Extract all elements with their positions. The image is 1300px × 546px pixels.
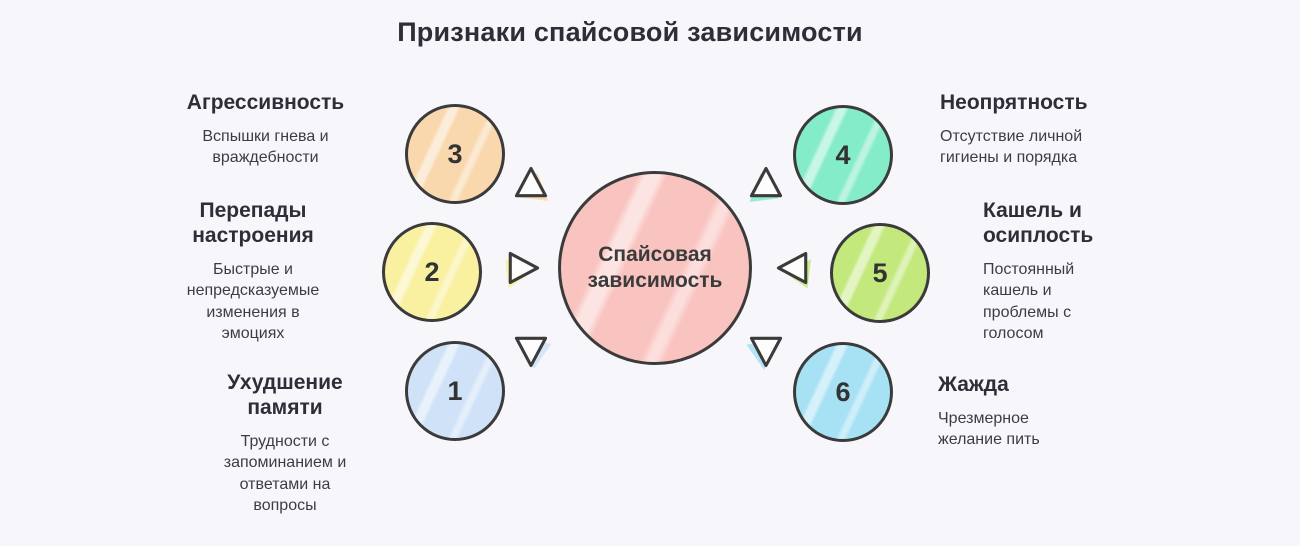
node-5-label: Кашель и осиплость Постоянный кашель и п… (983, 198, 1103, 344)
node-4-heading: Неопрятность (940, 91, 1088, 114)
node-1-description: Трудности с запоминанием и ответами на в… (223, 433, 347, 514)
node-circle-1: 1 (405, 341, 505, 441)
node-circle-3: 3 (405, 104, 505, 204)
node-number-5: 5 (872, 257, 888, 288)
node-5-arrow-left-icon (776, 251, 812, 289)
node-6-heading: Жажда (938, 373, 1009, 396)
node-number-3: 3 (447, 138, 463, 169)
node-6-description: Чрезмерное желание пить (938, 410, 1040, 449)
node-number-4: 4 (835, 139, 851, 170)
node-6-label: Жажда Чрезмерное желание пить (938, 372, 1078, 450)
node-1-arrow-down-icon (514, 336, 552, 370)
node-circle-5: 5 (830, 223, 930, 323)
node-circle-6: 6 (793, 342, 893, 442)
node-number-2: 2 (424, 256, 440, 287)
center-circle-label: Спайсовая зависимость (587, 242, 723, 292)
node-number-6: 6 (835, 376, 851, 407)
node-2-description: Быстрые и непредсказуемые изменения в эм… (186, 261, 320, 342)
node-4-arrow-up-icon (749, 166, 783, 202)
node-1-label: Ухудшение памяти Трудности с запоминание… (215, 370, 355, 516)
node-1-heading: Ухудшение памяти (227, 371, 343, 420)
node-5-description: Постоянный кашель и проблемы с голосом (983, 261, 1075, 342)
node-3-arrow-up-icon (514, 166, 549, 202)
center-circle: Спайсовая зависимость (558, 171, 752, 365)
node-4-description: Отсутствие личной гигиены и порядка (940, 128, 1083, 167)
node-2-label: Перепады настроения Быстрые и непредсказ… (178, 198, 328, 344)
node-4-label: Неопрятность Отсутствие личной гигиены и… (940, 90, 1110, 168)
node-2-heading: Перепады настроения (192, 199, 314, 248)
node-2-arrow-right-icon (504, 251, 540, 289)
node-number-1: 1 (447, 375, 463, 406)
node-circle-4: 4 (793, 105, 893, 205)
page-title: Признаки спайсовой зависимости (397, 17, 863, 47)
node-6-arrow-down-icon (746, 336, 783, 370)
node-3-description: Вспышки гнева и враждебности (202, 128, 329, 167)
node-3-heading: Агрессивность (186, 91, 345, 114)
node-3-label: Агрессивность Вспышки гнева и враждебнос… (173, 90, 358, 168)
node-5-heading: Кашель и осиплость (983, 199, 1094, 248)
node-circle-2: 2 (382, 222, 482, 322)
